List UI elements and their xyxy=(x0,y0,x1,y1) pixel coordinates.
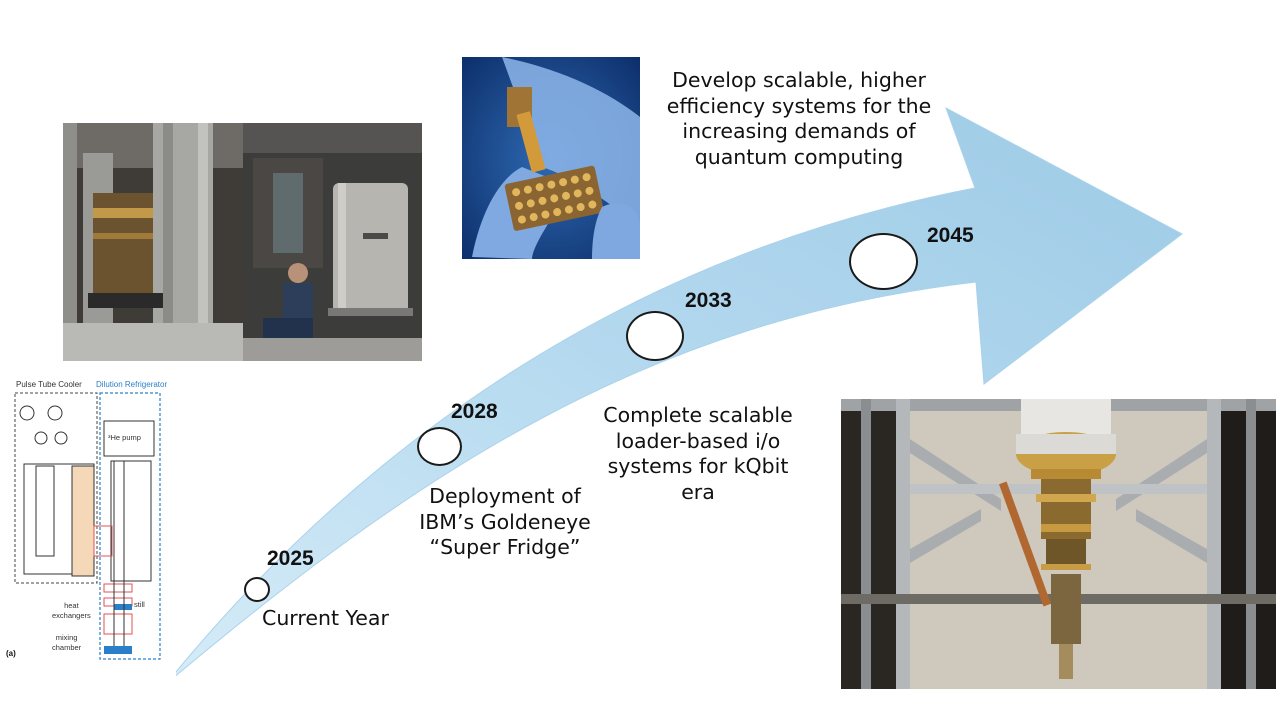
heat-exchangers-line: heat xyxy=(64,601,79,610)
year-label-2033: 2033 xyxy=(685,289,732,312)
panel-label: (a) xyxy=(6,649,16,658)
caption-2033: Complete scalable loader-based i/o syste… xyxy=(588,403,808,506)
caption-2025: Current Year xyxy=(262,606,389,630)
year-label-2025: 2025 xyxy=(267,547,314,570)
caption-line: systems for kQbit xyxy=(607,454,789,479)
heat-exchangers-label: heat exchangers xyxy=(52,601,91,621)
milestone-node-2028 xyxy=(417,427,462,466)
caption-line: increasing demands of xyxy=(682,119,916,144)
year-label-2028: 2028 xyxy=(451,400,498,423)
mixing-chamber-label: mixing chamber xyxy=(52,633,81,653)
he-pump-label: ³He pump xyxy=(108,433,141,442)
mixing-chamber-line: chamber xyxy=(52,642,82,652)
caption-line: “Super Fridge” xyxy=(429,535,581,560)
caption-line: efficiency systems for the xyxy=(666,93,932,118)
caption-line: loader-based i/o xyxy=(615,428,781,453)
dilution-refrigerator-photo xyxy=(841,399,1276,689)
milestone-node-2033 xyxy=(626,311,684,361)
cryostat-lab-photo xyxy=(63,123,422,361)
caption-line: era xyxy=(681,479,715,504)
cryostat-schematic: Pulse Tube Cooler Dilution Refrigerator … xyxy=(6,376,176,688)
year-label-2045: 2045 xyxy=(927,224,974,247)
caption-line: Complete scalable xyxy=(603,403,793,427)
milestone-node-2025 xyxy=(244,577,270,602)
caption-line: Develop scalable, higher xyxy=(672,68,926,92)
pulse-tube-label: Pulse Tube Cooler xyxy=(16,380,82,389)
mixing-chamber-line: mixing xyxy=(55,633,78,642)
gold-connector-photo xyxy=(462,57,640,259)
arrow-body xyxy=(165,106,1183,685)
caption-2045: Develop scalable, higher efficiency syst… xyxy=(654,68,944,171)
heat-exchangers-line: exchangers xyxy=(52,610,91,620)
caption-line: IBM’s Goldeneye xyxy=(419,509,591,534)
dilution-refrigerator-label: Dilution Refrigerator xyxy=(96,380,168,389)
still-label: still xyxy=(134,600,145,609)
milestone-node-2045 xyxy=(849,233,918,290)
caption-line: Deployment of xyxy=(429,484,581,508)
caption-2028: Deployment of IBM’s Goldeneye “Super Fri… xyxy=(400,484,610,561)
caption-line: quantum computing xyxy=(694,144,904,169)
